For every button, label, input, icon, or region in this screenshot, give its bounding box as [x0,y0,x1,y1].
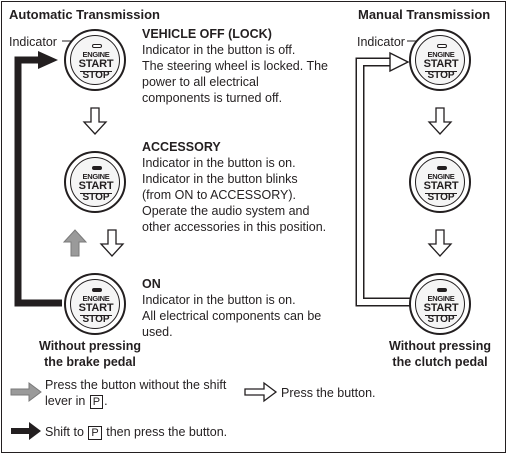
white-return-arrow [355,51,411,307]
mode-line: Indicator in the button is on. [142,293,296,307]
mode-title: VEHICLE OFF (LOCK) [142,27,272,41]
mode-line: Indicator in the button blinks [142,172,298,186]
down-arrow-auto-1 [82,107,108,135]
legend-gray-line1: Press the button without the shift [45,378,227,392]
mode-accessory: ACCESSORY Indicator in the button is on.… [142,139,326,235]
indicator-light-on [92,166,102,170]
indicator-light-off [92,44,102,48]
mode-vehicle-off: VEHICLE OFF (LOCK) Indicator in the butt… [142,26,328,106]
button-start-text: START [78,180,114,192]
engine-button-on-manual: ENGINE START STOP [409,273,471,335]
button-start-text: START [423,180,459,192]
indicator-light-on [92,288,102,292]
legend-gray-text: Press the button without the shift lever… [45,377,226,409]
caption-line: Without pressing [39,339,141,353]
legend-gray-pre: lever in [45,394,86,408]
mode-line: The steering wheel is locked. The [142,59,328,73]
legend-white-arrow-icon [244,381,278,403]
button-start-text: START [423,302,459,314]
indicator-light-off [437,44,447,48]
park-box-icon: P [88,426,102,440]
caption-manual: Without pressing the clutch pedal [380,338,500,370]
legend-black-post: then press the button. [106,425,228,439]
down-arrow-manual-1 [427,107,453,135]
engine-button-off-manual: ENGINE START STOP [409,29,471,91]
button-engine-text: ENGINE [82,294,110,303]
indicator-label-left: Indicator [9,35,57,49]
button-stop-text: STOP [427,314,455,325]
caption-line: the brake pedal [44,355,136,369]
mode-line: components is turned off. [142,91,283,105]
mode-line: (from ON to ACCESSORY). [142,188,296,202]
manual-header: Manual Transmission [358,7,491,22]
black-return-arrow [14,51,62,307]
caption-line: the clutch pedal [392,355,488,369]
button-engine-text: ENGINE [82,172,110,181]
indicator-light-on [437,288,447,292]
button-start-text: START [423,58,459,70]
caption-automatic: Without pressing the brake pedal [30,338,150,370]
up-arrow-auto-gray [62,229,88,257]
button-stop-text: STOP [427,70,455,81]
down-arrow-auto-2 [99,229,125,257]
legend-black-text: Shift to P then press the button. [45,424,227,440]
mode-line: other accessories in this position. [142,220,327,234]
button-engine-text: ENGINE [82,50,110,59]
legend-white-text: Press the button. [281,386,376,400]
button-stop-text: STOP [427,192,455,203]
button-engine-text: ENGINE [427,172,455,181]
indicator-light-on [437,166,447,170]
engine-button-accessory: ENGINE START STOP [64,151,126,213]
mode-line: Indicator in the button is off. [142,43,296,57]
button-stop-text: STOP [82,192,110,203]
legend-black-pre: Shift to [45,425,84,439]
legend-black-arrow-icon [11,422,41,440]
button-engine-text: ENGINE [427,294,455,303]
engine-button-accessory-manual: ENGINE START STOP [409,151,471,213]
button-stop-text: STOP [82,314,110,325]
caption-line: Without pressing [389,339,491,353]
automatic-header: Automatic Transmission [9,7,160,22]
indicator-label-right: Indicator [357,35,405,49]
park-box-icon: P [89,395,104,409]
mode-line: used. [142,325,173,339]
button-start-text: START [78,58,114,70]
engine-button-off: ENGINE START STOP [64,29,126,91]
button-start-text: START [78,302,114,314]
mode-line: power to all electrical [142,75,259,89]
legend-gray-line2: lever in P. [45,393,226,409]
mode-line: Operate the audio system and [142,204,310,218]
mode-line: Indicator in the button is on. [142,156,296,170]
down-arrow-manual-2 [427,229,453,257]
button-engine-text: ENGINE [427,50,455,59]
mode-on: ON Indicator in the button is on. All el… [142,276,321,340]
legend-gray-arrow-icon [10,382,42,402]
legend-gray-post: . [104,394,108,408]
button-stop-text: STOP [82,70,110,81]
mode-title: ON [142,277,161,291]
mode-title: ACCESSORY [142,140,221,154]
mode-line: All electrical components can be [142,309,322,323]
engine-button-on: ENGINE START STOP [64,273,126,335]
